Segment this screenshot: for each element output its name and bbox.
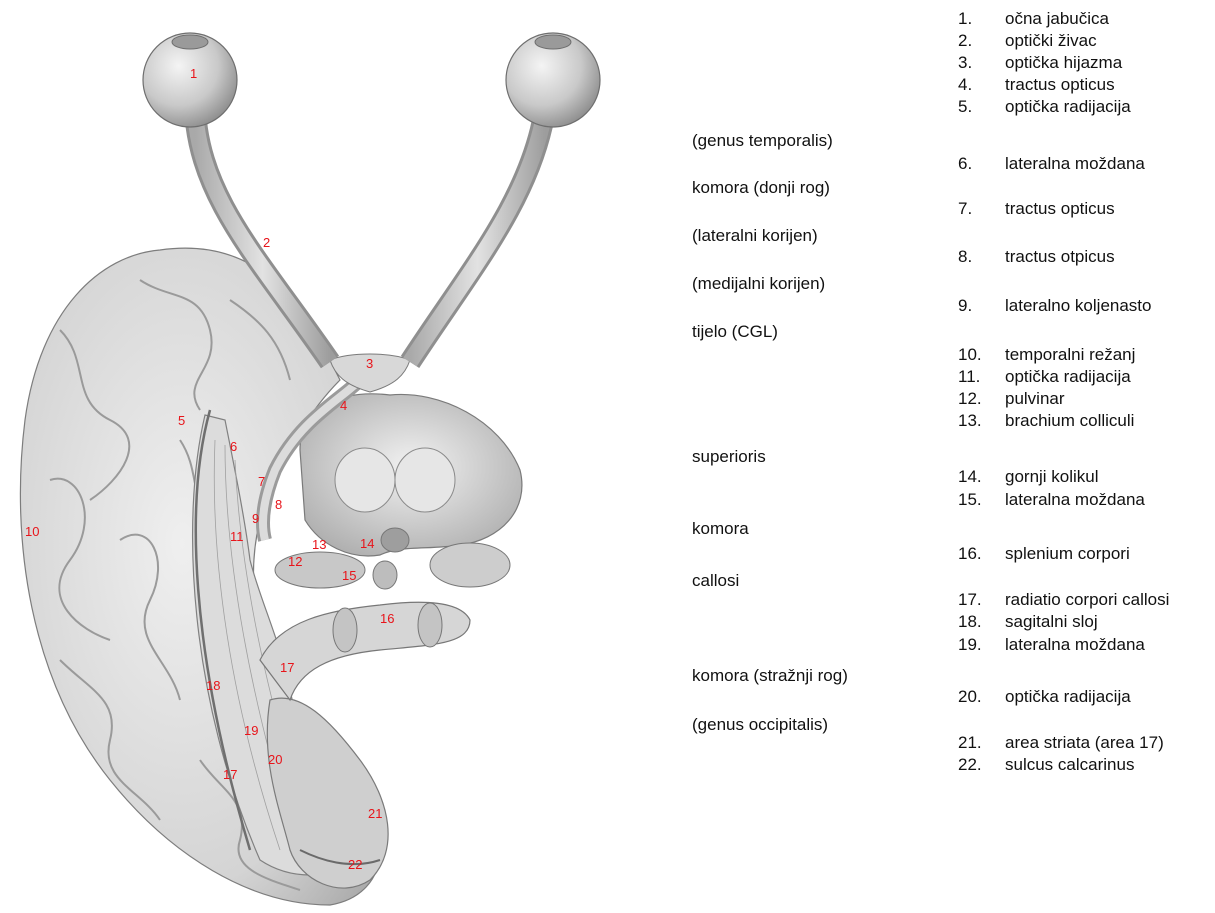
marker-15: 15: [342, 568, 356, 583]
legend-label: lateralna moždana: [1005, 490, 1145, 510]
legend-number: 13.: [958, 411, 982, 431]
legend-number: 17.: [958, 590, 982, 610]
marker-17: 17: [223, 767, 237, 782]
legend-label: gornji kolikul: [1005, 467, 1099, 487]
legend-label: radiatio corpori callosi: [1005, 590, 1169, 610]
legend-label: temporalni režanj: [1005, 345, 1135, 365]
marker-19: 19: [244, 723, 258, 738]
legend-number: 10.: [958, 345, 982, 365]
legend-number: 15.: [958, 490, 982, 510]
legend-label: lateralna moždana: [1005, 635, 1145, 655]
legend-label: optička radijacija: [1005, 687, 1131, 707]
marker-21: 21: [368, 806, 382, 821]
legend-number: 5.: [958, 97, 972, 117]
legend-continuation: komora: [692, 519, 749, 539]
legend-number: 8.: [958, 247, 972, 267]
marker-11: 11: [230, 529, 244, 544]
marker-13: 13: [312, 537, 326, 552]
legend-number: 21.: [958, 733, 982, 753]
marker-20: 20: [268, 752, 282, 767]
legend-number: 6.: [958, 154, 972, 174]
legend-number: 14.: [958, 467, 982, 487]
legend-continuation: komora (donji rog): [692, 178, 830, 198]
legend-continuation: superioris: [692, 447, 766, 467]
marker-9: 9: [252, 511, 259, 526]
legend-label: optička radijacija: [1005, 97, 1131, 117]
marker-3: 3: [366, 356, 373, 371]
legend-label: lateralna moždana: [1005, 154, 1145, 174]
legend-number: 7.: [958, 199, 972, 219]
legend-continuation: callosi: [692, 571, 739, 591]
legend-label: brachium colliculi: [1005, 411, 1134, 431]
marker-6: 6: [230, 439, 237, 454]
marker-16: 16: [380, 611, 394, 626]
legend-continuation: (medijalni korijen): [692, 274, 825, 294]
legend-label: tractus opticus: [1005, 199, 1115, 219]
legend-label: area striata (area 17): [1005, 733, 1164, 753]
marker-22: 22: [348, 857, 362, 872]
legend-number: 9.: [958, 296, 972, 316]
visual-pathway-illustration: 1234567891011121314151617171819202122: [0, 0, 660, 913]
legend-label: sagitalni sloj: [1005, 612, 1098, 632]
marker-2: 2: [263, 235, 270, 250]
legend-label: očna jabučica: [1005, 9, 1109, 29]
marker-4: 4: [340, 398, 347, 413]
marker-1: 1: [190, 66, 197, 81]
legend-number: 12.: [958, 389, 982, 409]
legend-continuation: komora (stražnji rog): [692, 666, 848, 686]
legend-number: 2.: [958, 31, 972, 51]
legend-number: 3.: [958, 53, 972, 73]
marker-14: 14: [360, 536, 374, 551]
legend-label: tractus opticus: [1005, 75, 1115, 95]
legend-number: 1.: [958, 9, 972, 29]
marker-7: 7: [258, 474, 265, 489]
marker-5: 5: [178, 413, 185, 428]
legend-number: 18.: [958, 612, 982, 632]
legend-label: optička hijazma: [1005, 53, 1122, 73]
legend-continuation: (lateralni korijen): [692, 226, 818, 246]
legend-label: optički živac: [1005, 31, 1097, 51]
legend-continuation: tijelo (CGL): [692, 322, 778, 342]
legend-number: 20.: [958, 687, 982, 707]
legend-label: splenium corpori: [1005, 544, 1130, 564]
legend-number: 11.: [958, 367, 980, 387]
legend-number: 16.: [958, 544, 982, 564]
marker-10: 10: [25, 524, 39, 539]
marker-17: 17: [280, 660, 294, 675]
legend-label: optička radijacija: [1005, 367, 1131, 387]
legend-number: 4.: [958, 75, 972, 95]
marker-18: 18: [206, 678, 220, 693]
legend-label: lateralno koljenasto: [1005, 296, 1151, 316]
legend-continuation: (genus temporalis): [692, 131, 833, 151]
legend-label: sulcus calcarinus: [1005, 755, 1134, 775]
marker-12: 12: [288, 554, 302, 569]
marker-8: 8: [275, 497, 282, 512]
legend-continuation: (genus occipitalis): [692, 715, 828, 735]
legend-label: tractus otpicus: [1005, 247, 1115, 267]
legend-number: 19.: [958, 635, 982, 655]
legend-number: 22.: [958, 755, 982, 775]
legend-label: pulvinar: [1005, 389, 1065, 409]
